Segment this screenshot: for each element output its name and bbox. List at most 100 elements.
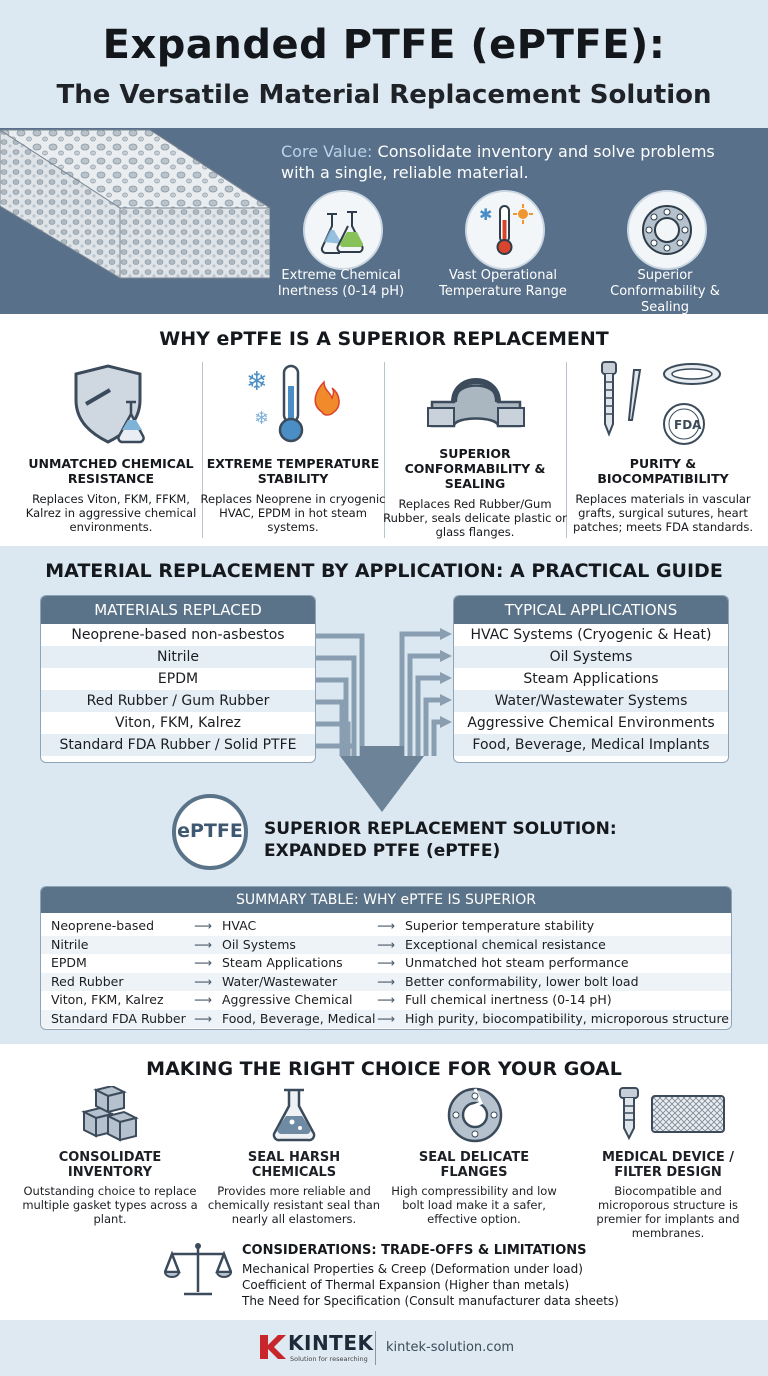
page-title: Expanded PTFE (ePTFE): <box>102 22 666 68</box>
goal-section <box>0 1044 768 1320</box>
summary-benefit: Full chemical inertness (0-14 pH) <box>405 992 612 1007</box>
material-row: Standard FDA Rubber / Solid PTFE <box>41 734 315 756</box>
consideration-item: The Need for Specification (Consult manu… <box>242 1294 619 1308</box>
gasket-icon <box>427 378 525 428</box>
goal-section-title: MAKING THE RIGHT CHOICE FOR YOUR GOAL <box>146 1058 622 1080</box>
why-item-heading: UNMATCHED CHEMICAL RESISTANCE <box>28 456 194 486</box>
core-feature-label: Extreme Chemical Inertness (0-14 pH) <box>277 268 405 299</box>
flask-icon <box>272 1088 316 1142</box>
core-feature-label: Vast Operational Temperature Range <box>439 268 567 299</box>
solution-heading: SUPERIOR REPLACEMENT SOLUTION: EXPANDED … <box>264 818 617 862</box>
footer-divider <box>375 1331 376 1365</box>
material-row: Red Rubber / Gum Rubber <box>41 690 315 712</box>
why-item-body: Replaces materials in vascular grafts, s… <box>572 492 754 534</box>
goal-item-body: Provides more reliable and chemically re… <box>207 1184 381 1226</box>
table-row: Nitrile ⟶ Oil Systems ⟶ Exceptional chem… <box>41 935 731 954</box>
arrow-icon: ⟶ <box>194 955 212 970</box>
arrow-icon: ⟶ <box>194 973 212 989</box>
application-row: Steam Applications <box>523 671 659 687</box>
consideration-item: Mechanical Properties & Creep (Deformati… <box>242 1262 583 1276</box>
thermometer-icon: ✱ <box>465 190 545 270</box>
website-link[interactable]: kintek-solution.com <box>386 1340 515 1355</box>
footer <box>0 1320 768 1376</box>
material-section-title: MATERIAL REPLACEMENT BY APPLICATION: A P… <box>45 560 723 582</box>
material-row: Viton, FKM, Kalrez <box>114 715 241 731</box>
summary-application: Steam Applications <box>222 955 343 970</box>
typical-applications-panel: TYPICAL APPLICATIONS HVAC Systems (Cryog… <box>453 595 729 763</box>
divider <box>566 362 567 538</box>
core-feature-label: Superior Conformability & Sealing <box>610 268 720 315</box>
why-section-title: WHY ePTFE IS A SUPERIOR REPLACEMENT <box>159 328 609 350</box>
divider <box>202 362 203 538</box>
why-item: EXTREME TEMPERATURE STABILITY Replaces N… <box>198 456 388 534</box>
solution-line-1: SUPERIOR REPLACEMENT SOLUTION: <box>264 819 617 839</box>
solution-line-2: EXPANDED PTFE (ePTFE) <box>264 841 501 861</box>
title-banner: Expanded PTFE (ePTFE): The Versatile Mat… <box>0 0 768 128</box>
table-row: Viton, FKM, Kalrez ⟶ Aggressive Chemical… <box>41 991 731 1010</box>
typical-applications-header: TYPICAL APPLICATIONS <box>454 596 728 624</box>
summary-benefit: Unmatched hot steam performance <box>405 955 629 970</box>
summary-benefit: Exceptional chemical resistance <box>405 936 606 952</box>
arrow-icon: ⟶ <box>194 936 212 952</box>
summary-benefit: Superior temperature stability <box>405 918 595 933</box>
goal-item: MEDICAL DEVICE / FILTER DESIGN Biocompat… <box>578 1150 758 1240</box>
table-row: Neoprene-based ⟶ HVAC ⟶ Superior tempera… <box>41 917 731 936</box>
table-row: EPDM ⟶ Steam Applications ⟶ Unmatched ho… <box>41 954 731 973</box>
material-row: Nitrile <box>41 646 315 668</box>
gear-seal-icon <box>627 190 707 270</box>
eptfe-badge-label: ePTFE <box>177 820 243 842</box>
arrow-icon: ⟶ <box>377 1010 395 1026</box>
table-row: Standard FDA Rubber ⟶ Food, Beverage, Me… <box>41 1009 731 1028</box>
application-row: Food, Beverage, Medical Implants <box>454 734 728 756</box>
summary-material: EPDM <box>51 955 87 970</box>
summary-application: Water/Wastewater <box>222 973 338 989</box>
application-row: HVAC Systems (Cryogenic & Heat) <box>470 627 712 643</box>
considerations-title: CONSIDERATIONS: TRADE-OFFS & LIMITATIONS <box>242 1243 587 1258</box>
svg-text:FDA: FDA <box>674 418 702 432</box>
scales-icon <box>164 1243 232 1296</box>
summary-benefit: High purity, biocompatibility, microporo… <box>405 1010 729 1026</box>
summary-material: Neoprene-based <box>51 918 155 933</box>
implant-membrane-icon <box>619 1087 725 1141</box>
material-row: Neoprene-based non-asbestos <box>71 627 285 643</box>
goal-item-heading: SEAL DELICATE FLANGES <box>418 1150 530 1180</box>
summary-material: Red Rubber <box>51 973 124 989</box>
goal-item-heading: MEDICAL DEVICE / FILTER DESIGN <box>601 1150 735 1180</box>
goal-item: CONSOLIDATE INVENTORY Outstanding choice… <box>20 1150 200 1226</box>
why-item: SUPERIOR CONFORMABILITY & SEALING Replac… <box>380 446 570 539</box>
svg-text:❄: ❄ <box>254 408 269 429</box>
arrow-icon: ⟶ <box>377 955 395 970</box>
material-row: EPDM <box>157 671 199 687</box>
goal-item-heading: SEAL HARSH CHEMICALS <box>247 1150 341 1180</box>
summary-benefit: Better conformability, lower bolt load <box>405 973 639 989</box>
arrow-icon: ⟶ <box>377 973 395 989</box>
why-item: PURITY & BIOCOMPATIBILITY Replaces mater… <box>568 456 758 534</box>
why-item-heading: PURITY & BIOCOMPATIBILITY <box>597 456 729 486</box>
goal-item: SEAL HARSH CHEMICALS Provides more relia… <box>204 1150 384 1226</box>
arrow-icon: ⟶ <box>194 1010 212 1026</box>
arrow-icon: ⟶ <box>194 992 212 1007</box>
materials-replaced-header: MATERIALS REPLACED <box>41 596 315 624</box>
kintek-brand: KINTEK <box>288 1331 374 1355</box>
arrow-icon: ⟶ <box>377 992 395 1007</box>
why-item-heading: SUPERIOR CONFORMABILITY & SEALING <box>404 446 546 491</box>
application-row: Oil Systems <box>454 646 728 668</box>
eptfe-porous-block-illustration <box>0 129 270 279</box>
core-value-text: Core Value: Consolidate inventory and so… <box>281 141 751 183</box>
arrow-icon: ⟶ <box>377 918 395 933</box>
medical-implant-icon: FDA <box>601 361 721 445</box>
kintek-logo-icon <box>260 1335 286 1359</box>
page-subtitle: The Versatile Material Replacement Solut… <box>56 80 712 110</box>
summary-application: Oil Systems <box>222 936 296 952</box>
boxes-icon <box>81 1086 139 1142</box>
summary-application: Aggressive Chemical <box>222 992 353 1007</box>
arrow-icon: ⟶ <box>194 918 212 933</box>
flask-icon <box>303 190 383 270</box>
why-item-body: Replaces Viton, FKM, FFKM, Kalrez in agg… <box>25 492 197 534</box>
svg-text:✱: ✱ <box>479 205 492 224</box>
eptfe-badge: ePTFE <box>172 794 248 870</box>
summary-material: Viton, FKM, Kalrez <box>51 992 164 1007</box>
consideration-item: Coefficient of Thermal Expansion (Higher… <box>242 1278 570 1292</box>
flange-icon <box>447 1087 503 1143</box>
table-row: Red Rubber ⟶ Water/Wastewater ⟶ Better c… <box>41 972 731 991</box>
